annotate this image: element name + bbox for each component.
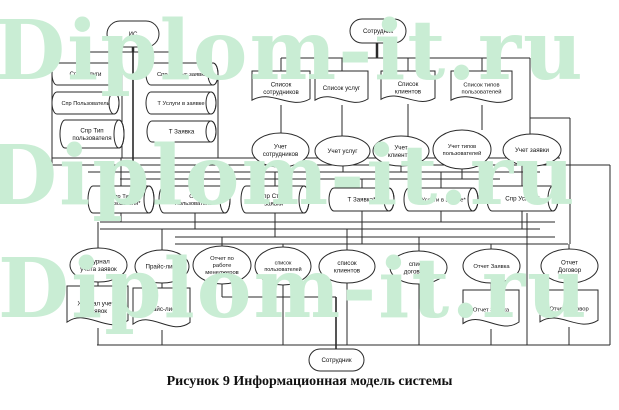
document-price-list-label: Прайс-лист <box>145 306 178 313</box>
datastore-spr-uslugi-2: Спр Услуги* <box>486 185 559 212</box>
entity-is: ИС <box>106 20 160 48</box>
datastore-t-zayavka-2: Т Заявка* <box>328 187 395 212</box>
process-uchet-zayavki-label: Учет заявки <box>515 147 550 154</box>
document-spisok-uslug-label: Список услуг <box>323 85 361 92</box>
datastore-t-uslugi-v-zayavke: Т Услуги в заявке <box>145 91 217 115</box>
datastore-spr-status-zayavki: Спр Статус заявки <box>145 62 219 86</box>
datastore-spr-uslugi: Спр Услуги <box>51 62 120 86</box>
datastore-t-uslugi-v-zayavke-2-label: Т Услуги в заявке* <box>416 198 466 204</box>
document-otchet-dogovor: Отчет Договор <box>539 289 599 325</box>
document-otchet-dogovor-label: Отчет Договор <box>549 307 588 313</box>
entity-is-label: ИС <box>129 31 138 38</box>
document-otchet-zayavka: Отчет Заявка <box>462 289 520 327</box>
datastore-spr-status-zayavki-label: Спр Статус заявки <box>157 72 207 78</box>
document-price-list: Прайс-лист <box>132 287 191 328</box>
process-otchet-zayavka: Отчет Заявка <box>462 248 521 284</box>
document-spisok-uslug: Список услуг <box>314 70 369 103</box>
entity-employee-bottom: Сотрудник <box>308 348 365 372</box>
entity-employee-top: Сотрудник <box>349 18 407 44</box>
datastore-t-uslugi-v-zayavke-label: Т Услуги в заявке <box>157 101 204 107</box>
figure-caption: Рисунок 9 Информационная модель системы <box>166 374 453 389</box>
process-uchet-uslug: Учет услуг <box>314 135 371 167</box>
document-otchet-zayavka-label: Отчет Заявка <box>473 308 510 314</box>
datastore-spr-uslugi-label: Спр Услуги <box>69 71 102 78</box>
datastore-spr-uslugi-2-label: Спр Услуги* <box>505 196 540 203</box>
datastore-spr-polzovatel-label: Спр Пользователь <box>61 101 109 107</box>
entity-employee-top-label: Сотрудник <box>363 28 393 35</box>
datastore-t-zayavka-label: Т Заявка <box>169 129 195 136</box>
process-price-list: Прайс-лист <box>134 249 190 284</box>
entity-employee-bottom-label: Сотрудник <box>321 357 351 364</box>
process-uchet-zayavki: Учет заявки <box>502 133 562 167</box>
process-uchet-uslug-label: Учет услуг <box>327 148 358 155</box>
datastore-t-zayavka: Т Заявка <box>146 120 217 143</box>
datastore-t-uslugi-v-zayavke-2: Т Услуги в заявке* <box>403 187 479 212</box>
process-price-list-label: Прайс-лист <box>146 264 179 271</box>
datastore-t-zayavka-2-label: Т Заявка* <box>347 197 376 204</box>
datastore-spr-polzovatel: Спр Пользователь <box>51 91 120 115</box>
process-otchet-zayavka-label: Отчет Заявка <box>473 264 510 270</box>
